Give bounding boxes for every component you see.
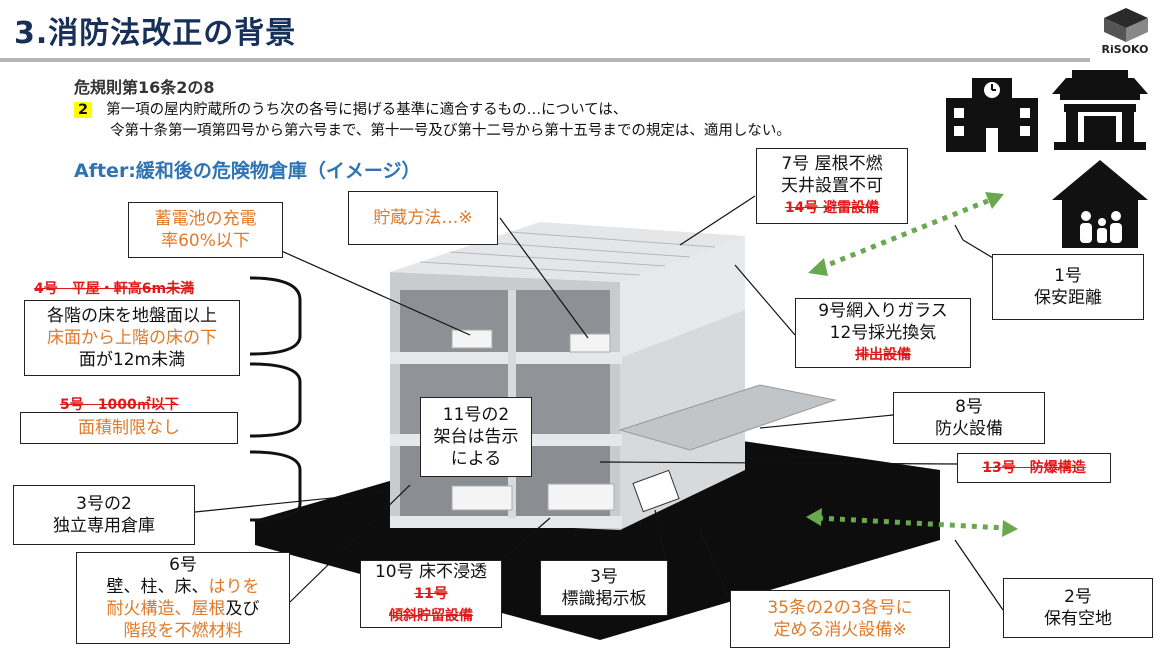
house-family-icon bbox=[1052, 160, 1148, 248]
no1-safety-distance-box: 1号 保安距離 bbox=[992, 254, 1144, 320]
rule-text-1: 第一項の屋内貯蔵所のうち次の各号に掲げる基準に適合するもの…については、 bbox=[106, 102, 628, 118]
slab-0 bbox=[390, 516, 622, 528]
no6-structure-box: 6号 壁、柱、床、はりを 耐火構造、屋根及び 階段を不燃材料 bbox=[76, 552, 290, 644]
rule-line-1: 2 第一項の屋内貯蔵所のうち次の各号に掲げる基準に適合するもの…については、 bbox=[74, 98, 627, 119]
no5-area-box: 面積制限なし bbox=[20, 412, 238, 444]
canopy bbox=[618, 384, 837, 451]
no4-strike-text: 4号 平屋・軒高6m未満 bbox=[34, 281, 195, 297]
fire-extinguishing-box: 35条の2の3各号に 定める消火設備※ bbox=[730, 590, 950, 648]
no9-glass-box: 9号網入りガラス 12号採光換気 排出設備 bbox=[795, 298, 971, 368]
no3-2-warehouse-box: 3号の2 独立専用倉庫 bbox=[13, 485, 195, 545]
no4-floor-height-box: 各階の床を地盤面以上 床面から上階の床の下 面が12m未満 bbox=[24, 300, 240, 376]
floor-brackets bbox=[249, 276, 302, 522]
storage-method-box: 貯蔵方法…※ bbox=[348, 191, 498, 245]
rule-number-badge: 2 bbox=[74, 102, 93, 118]
battery-charge-box: 蓄電池の充電 率60%以下 bbox=[128, 202, 283, 258]
page-title: 3.消防法改正の背景 bbox=[14, 16, 297, 51]
distance-arrow-heads bbox=[806, 192, 1018, 537]
after-title: After:緩和後の危険物倉庫（イメージ） bbox=[74, 160, 421, 182]
temple-icon bbox=[1052, 70, 1148, 150]
logo-text: RiSOKO bbox=[1101, 43, 1149, 56]
no11-2-rack-box: 11号の2 架台は告示 による bbox=[420, 397, 532, 477]
title-divider bbox=[0, 58, 1090, 62]
rule-line-2: 令第十条第一項第四号から第六号まで、第十一号及び第十二号から第十五号までの規定は… bbox=[110, 123, 791, 139]
sign-board bbox=[632, 469, 680, 513]
no7-roof-box: 7号 屋根不燃 天井設置不可 14号 避雷設備 bbox=[756, 148, 908, 224]
no5-strike-text: 5号 1000㎡以下 bbox=[60, 397, 179, 413]
risoko-logo-icon bbox=[1104, 8, 1148, 42]
slab-2 bbox=[390, 352, 622, 364]
no3-sign-box: 3号 標識掲示板 bbox=[540, 560, 668, 616]
no13-explosion-box: 13号 防爆構造 bbox=[957, 453, 1111, 483]
rule-heading: 危規則第16条2の8 bbox=[74, 78, 215, 97]
storage-boxes bbox=[451, 329, 615, 511]
no2-open-space-box: 2号 保有空地 bbox=[1003, 578, 1153, 638]
no10-floor-box: 10号 床不浸透 11号 傾斜貯留設備 bbox=[360, 560, 502, 628]
distance-arrow-lines bbox=[817, 197, 1006, 531]
school-icon bbox=[946, 78, 1038, 152]
roof bbox=[390, 222, 745, 282]
no8-fire-equipment-box: 8号 防火設備 bbox=[893, 392, 1045, 444]
